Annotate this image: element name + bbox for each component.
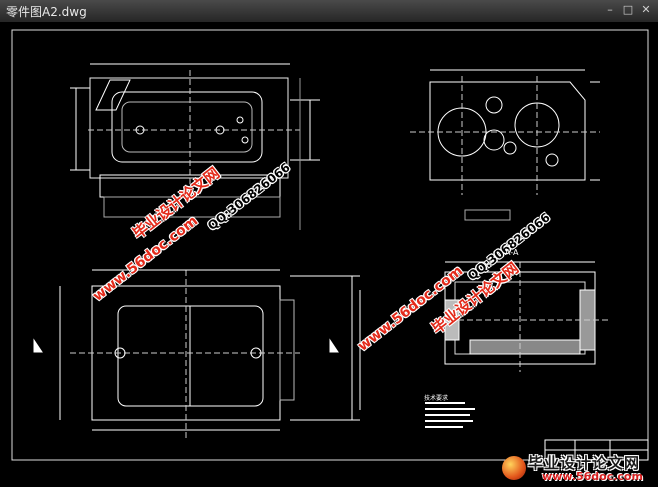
- view-top-right: [410, 69, 600, 221]
- notes-heading: 技术要求: [424, 395, 449, 402]
- close-icon[interactable]: ✕: [641, 3, 651, 16]
- logo-text: 毕业设计论文网: [528, 454, 641, 472]
- title-block: [544, 439, 649, 461]
- site-logo[interactable]: 毕业设计论文网 www.56doc.com: [496, 452, 656, 486]
- minimize-icon[interactable]: –: [607, 3, 613, 16]
- sheet-border: [11, 29, 649, 461]
- maximize-icon[interactable]: □: [622, 3, 634, 16]
- view-bottom-right: [440, 261, 610, 372]
- tech-notes: [425, 402, 475, 428]
- window-titlebar: 零件图A2.dwg – □ ✕: [0, 0, 658, 23]
- cad-drawing-svg: [11, 29, 649, 461]
- view-top-left: [70, 63, 320, 230]
- logo-url: www.56doc.com: [542, 470, 643, 483]
- view-bottom-left: [33, 269, 361, 440]
- cad-drawing-canvas[interactable]: www.56doc.com 毕业设计论文网 QQ:306826066 www.5…: [0, 22, 658, 487]
- window-title: 零件图A2.dwg: [6, 5, 87, 19]
- globe-logo-icon: [502, 456, 526, 480]
- section-label: A-A: [505, 248, 519, 257]
